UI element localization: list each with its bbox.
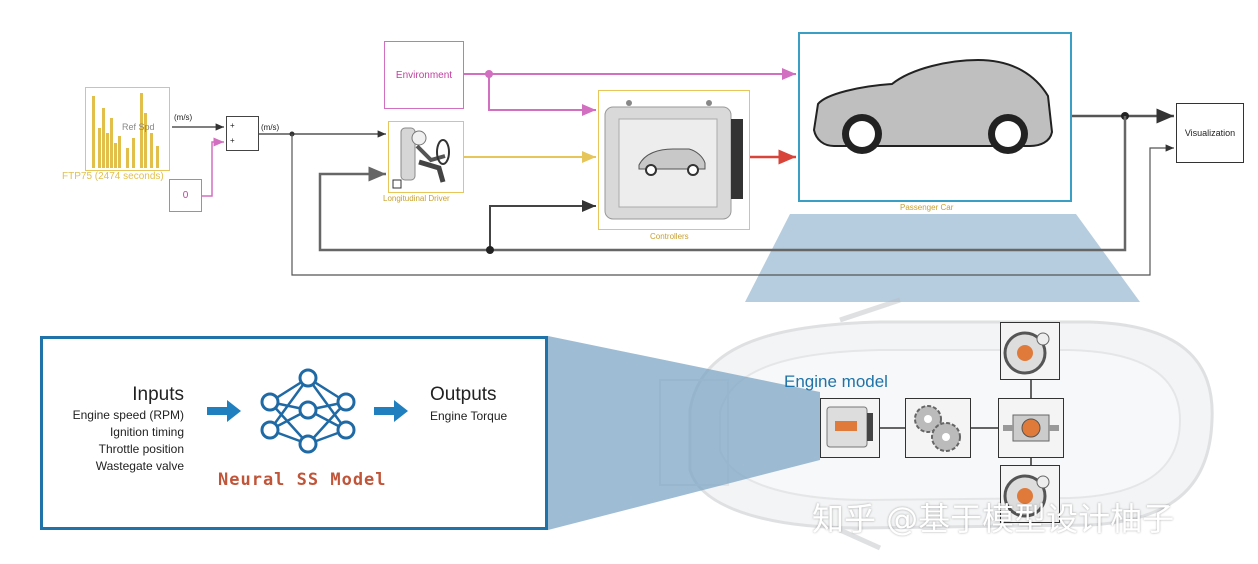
transmission-block[interactable] [905,398,971,458]
environment-label: Environment [395,70,453,81]
input-arrow-icon [207,400,241,422]
drive-cycle-chart-icon [92,93,159,168]
input-item: Wastegate valve [95,459,184,473]
watermark: 知乎 @基于模型设计柚子 [812,500,1175,538]
visualization-block[interactable]: Visualization [1176,103,1244,163]
input-item: Engine speed (RPM) [72,408,184,422]
longitudinal-driver-block[interactable] [388,121,464,193]
engine-projection [548,336,820,530]
car-projection [745,214,1140,302]
output-item: Engine Torque [430,409,508,423]
engine-model-label: Engine model [784,372,888,391]
passenger-car-caption: Passenger Car [900,203,954,212]
input-item: Ignition timing [109,425,184,439]
outputs-title: Outputs [430,384,497,405]
input-item: Throttle position [98,442,184,456]
constant-block[interactable]: 0 [169,179,202,212]
wheel-brake-icon [1003,331,1050,375]
differential-icon [1003,414,1059,442]
wheel-brake-icon [1003,474,1050,518]
signal-unit-label: (m/s) [174,113,193,122]
neural-model-panel [40,336,548,530]
neural-network-icon [260,368,356,454]
drive-cycle-block[interactable]: Ref Spd [85,87,170,171]
output-arrow-icon [374,400,408,422]
differential-block[interactable] [998,398,1064,458]
sum-sign: + [230,136,235,145]
front-wheel-block[interactable] [1000,322,1060,380]
sum-sign: + [230,121,235,130]
visualization-label: Visualization [1184,128,1236,138]
driver-caption: Longitudinal Driver [383,194,450,203]
driver-seat-icon [392,127,450,189]
signal-unit-label: (m/s) [261,123,280,132]
passenger-car-block[interactable] [798,32,1072,202]
controllers-caption: Controllers [650,232,689,241]
car-silhouette-icon [812,58,1054,154]
constant-value: 0 [182,190,189,201]
environment-block[interactable]: Environment [384,41,464,109]
drive-cycle-caption: FTP75 (2474 seconds) [62,171,164,182]
engine-block[interactable] [820,398,880,458]
gears-icon [914,405,961,452]
ecu-icon [604,100,743,220]
controllers-block[interactable] [598,90,750,230]
neural-model-label: Neural SS Model [218,470,387,490]
inputs-title: Inputs [132,384,184,405]
sum-block[interactable]: + + [226,116,259,151]
rear-wheel-block[interactable] [1000,465,1060,523]
engine-ecu-icon [826,406,873,448]
drive-cycle-label: Ref Spd [122,122,155,132]
